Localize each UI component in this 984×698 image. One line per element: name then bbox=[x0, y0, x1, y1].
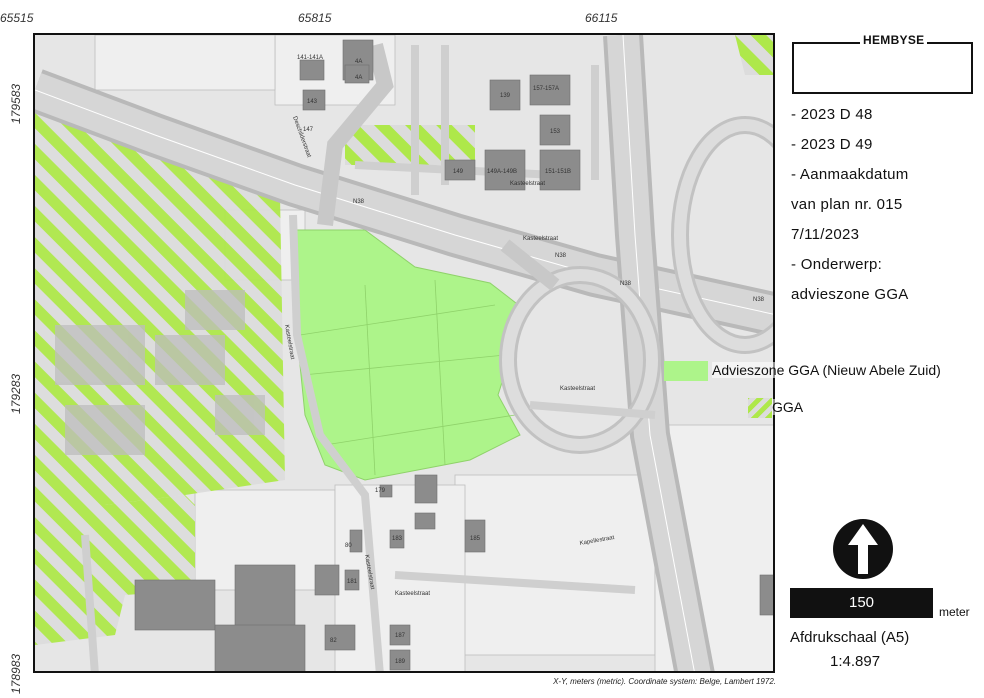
building-label: 181 bbox=[347, 579, 358, 585]
road-label: N38 bbox=[753, 297, 765, 303]
info-line-5: 7/11/2023 bbox=[791, 226, 860, 243]
info-line-7: advieszone GGA bbox=[791, 286, 909, 303]
info-line-6: - Onderwerp: bbox=[791, 256, 883, 273]
scale-bar-unit: meter bbox=[939, 605, 970, 619]
map-canvas: 4A 4A 141-141A 143 147 139 157-157A 153 … bbox=[35, 35, 773, 671]
gga-zones bbox=[35, 35, 773, 645]
building-label: 143 bbox=[307, 99, 318, 105]
info-line-2: - 2023 D 49 bbox=[791, 136, 873, 153]
road-label: Kasteelstraat bbox=[395, 591, 430, 597]
map-title: HEMBYSE bbox=[860, 33, 928, 47]
print-scale-ratio: 1:4.897 bbox=[830, 653, 881, 670]
advieszone-parcel-lines bbox=[299, 279, 516, 476]
building-label: 153 bbox=[550, 129, 561, 135]
building-label: 179 bbox=[375, 488, 386, 494]
building-label: 187 bbox=[395, 633, 406, 639]
y-coord-label-2: 179283 bbox=[9, 373, 23, 414]
road-label: Kasteelstraat bbox=[560, 386, 595, 392]
info-line-3: - Aanmaakdatum bbox=[791, 166, 909, 183]
x-coord-label-3: 66115 bbox=[585, 11, 618, 25]
legend-label-gga: GGA bbox=[772, 399, 804, 415]
legend-label-advieszone: Advieszone GGA (Nieuw Abele Zuid) bbox=[712, 362, 941, 378]
north-arrow-icon bbox=[832, 518, 894, 580]
legend-swatch-gga bbox=[748, 398, 772, 418]
building-label: 149 bbox=[453, 169, 464, 175]
road-label: N38 bbox=[620, 281, 632, 287]
road-label: N38 bbox=[555, 253, 567, 259]
building-label: 151-151B bbox=[545, 169, 571, 175]
map-view[interactable]: 4A 4A 141-141A 143 147 139 157-157A 153 … bbox=[33, 33, 775, 673]
building-label: 185 bbox=[470, 536, 481, 542]
coordinate-system-note: X-Y, meters (metric). Coordinate system:… bbox=[553, 677, 776, 686]
y-coord-label-3: 178983 bbox=[9, 653, 23, 694]
building-label: 147 bbox=[303, 127, 314, 133]
building-label: 80 bbox=[345, 543, 352, 549]
building-label: 82 bbox=[330, 638, 337, 644]
road-label: N38 bbox=[353, 199, 365, 205]
road-label: Kasteelstraat bbox=[510, 181, 545, 187]
building-label: 149A-149B bbox=[487, 169, 517, 175]
interchange-loop bbox=[317, 43, 773, 454]
scale-bar: 150 bbox=[790, 588, 933, 618]
building-label: 4A bbox=[355, 75, 362, 81]
info-line-4: van plan nr. 015 bbox=[791, 196, 903, 213]
scale-bar-value: 150 bbox=[848, 594, 875, 611]
road-label: Kasteelstraat bbox=[523, 236, 558, 242]
advieszone-area bbox=[296, 229, 526, 481]
info-line-1: - 2023 D 48 bbox=[791, 106, 873, 123]
building-label: 183 bbox=[392, 536, 403, 542]
x-coord-label-1: 65515 bbox=[0, 11, 34, 25]
title-box bbox=[792, 42, 973, 94]
building-label: 141-141A bbox=[297, 55, 323, 61]
legend-swatch-advieszone bbox=[664, 361, 708, 381]
building-label: 4A bbox=[355, 59, 362, 65]
print-scale-label: Afdrukschaal (A5) bbox=[790, 629, 910, 646]
building-label: 157-157A bbox=[533, 86, 559, 92]
x-coord-label-2: 65815 bbox=[298, 11, 332, 25]
building-label: 189 bbox=[395, 659, 406, 665]
y-coord-label-1: 179583 bbox=[9, 83, 23, 124]
buildings bbox=[134, 39, 773, 671]
building-label: 139 bbox=[500, 93, 511, 99]
